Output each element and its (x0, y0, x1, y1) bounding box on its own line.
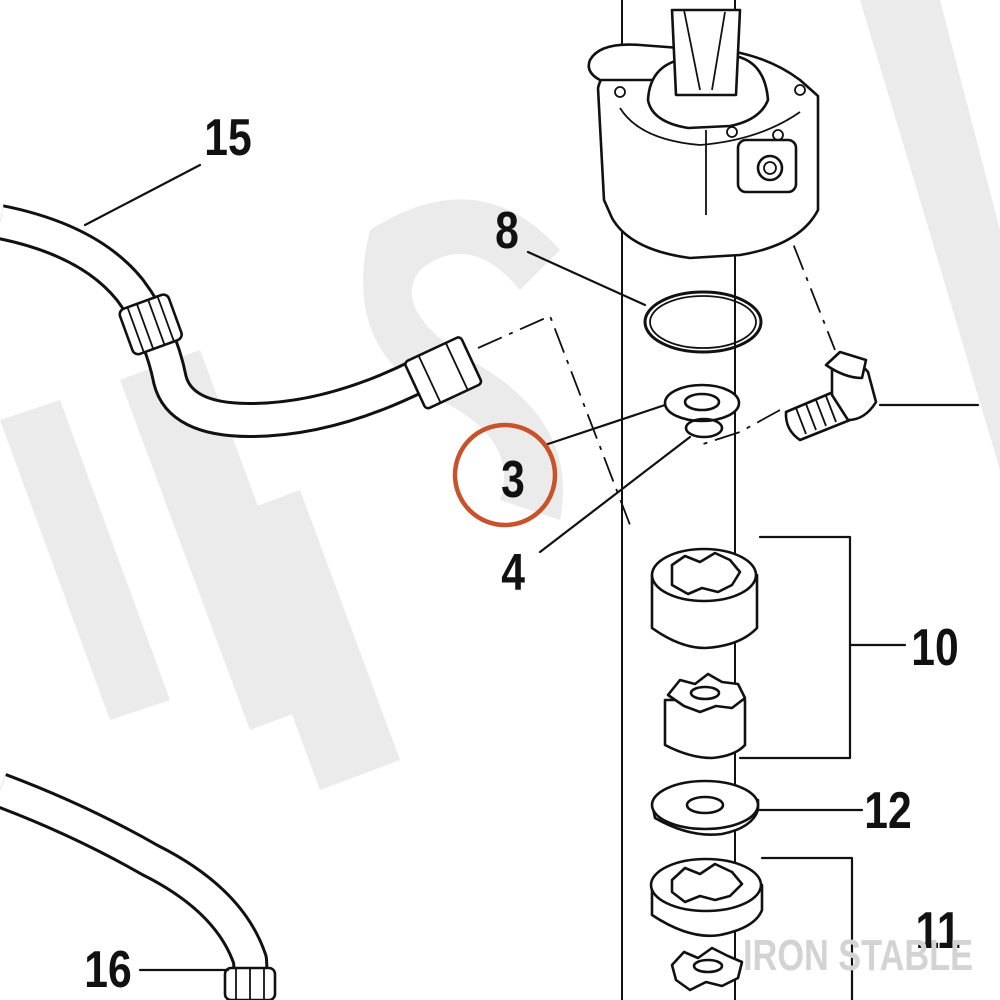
label-part-3: 3 (501, 451, 525, 509)
label-part-4: 4 (501, 544, 525, 602)
small-o-ring-part-4 (684, 417, 724, 439)
oil-line-part-15 (0, 204, 483, 438)
elbow-fitting-part-1 (784, 350, 878, 442)
label-part-12: 12 (864, 782, 911, 840)
label-part-15: 15 (204, 109, 251, 167)
watermark-brand-text: IRON STABLE (743, 931, 973, 980)
label-part-16: 16 (84, 941, 131, 999)
gerotor-inner-part-10 (663, 672, 747, 760)
label-part-8: 8 (495, 202, 519, 260)
pump-housing (587, 8, 820, 260)
oil-line-part-16 (0, 773, 277, 1000)
label-part-11: 11 (915, 902, 960, 960)
leader-lines (83, 163, 980, 1000)
gerotor-outer-part-10 (650, 547, 759, 650)
plate-part-12 (650, 779, 760, 836)
gerotor-outer-part-11 (649, 857, 764, 938)
washer-part-3 (663, 383, 741, 423)
gerotor-inner-part-11 (670, 946, 744, 992)
o-ring-part-8 (643, 290, 763, 354)
highlight-circle-part-3 (452, 422, 558, 528)
label-part-10: 10 (911, 619, 958, 677)
part-number-labels: 15 8 3 4 10 12 11 16 1 (84, 109, 960, 999)
